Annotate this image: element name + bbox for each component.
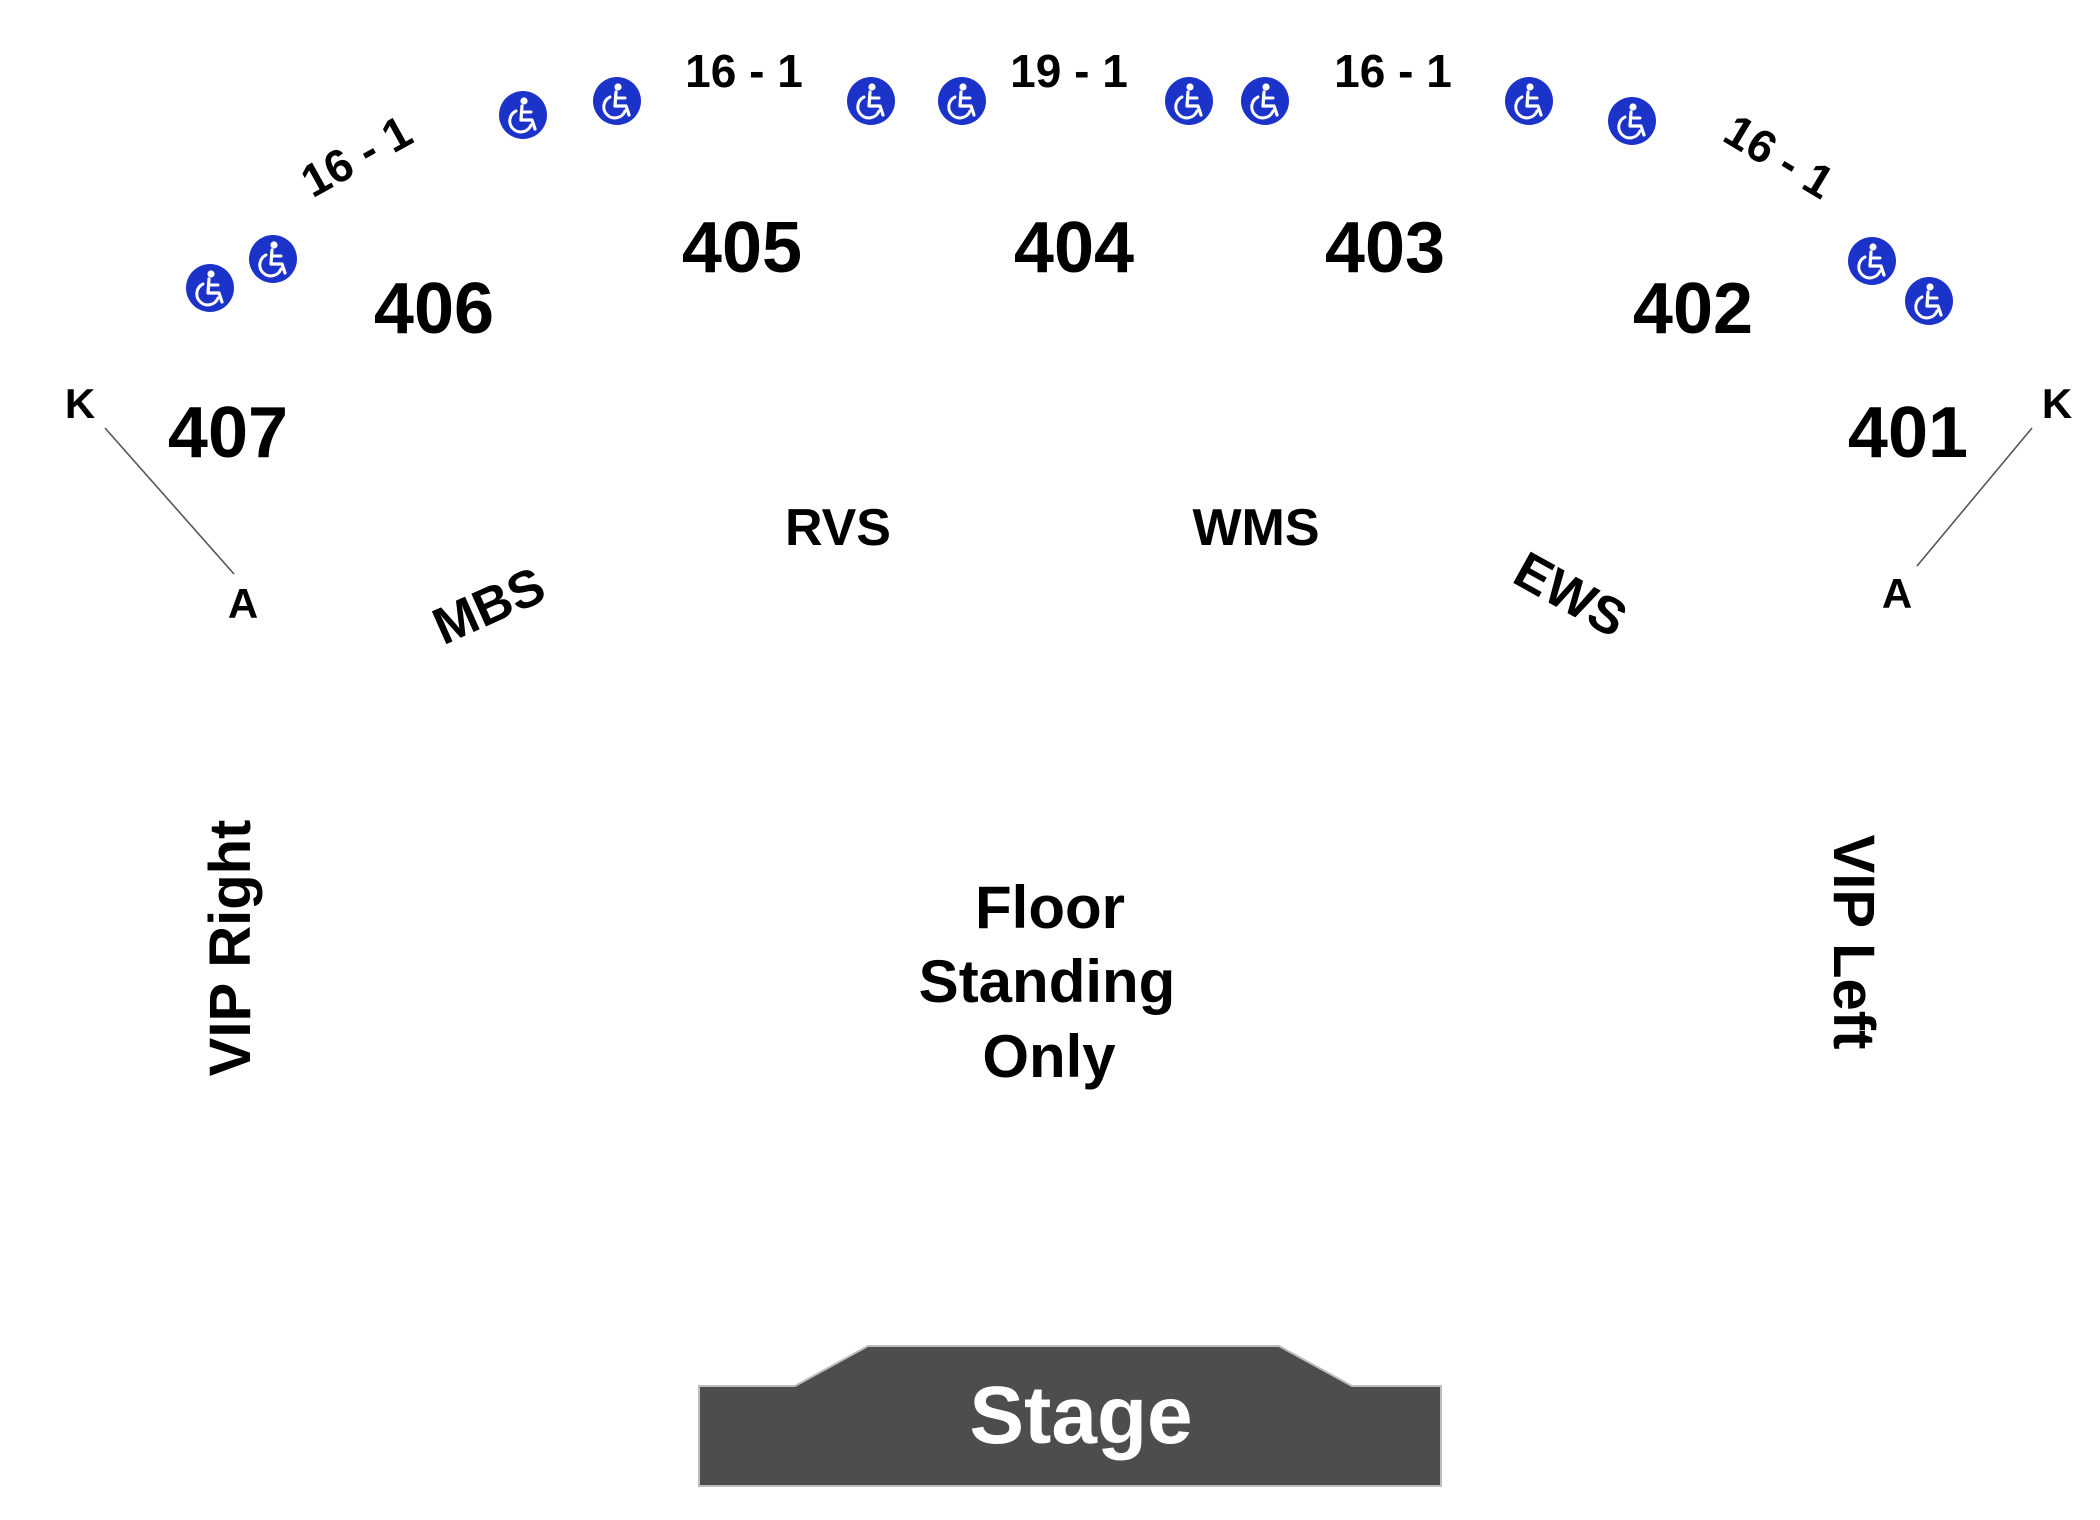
wheelchair-icon <box>937 76 987 126</box>
floor-area[interactable]: Floor Standing Only <box>919 874 1176 1090</box>
row-range-center-left: 16 - 1 <box>685 45 803 97</box>
row-marker-right-bottom: A <box>1882 570 1912 617</box>
row-marker-left: K A <box>65 380 258 627</box>
wheelchair-icon <box>1164 76 1214 126</box>
wheelchair-icon <box>185 263 235 313</box>
box-rvs[interactable]: RVS <box>785 499 891 557</box>
row-marker-left-bottom: A <box>228 580 258 627</box>
box-ews[interactable]: EWS <box>1504 541 1636 649</box>
floor-label-line2: Standing <box>919 948 1176 1015</box>
stage: Stage <box>698 1345 1442 1487</box>
section-401[interactable]: 401 <box>1848 393 1968 473</box>
row-marker-right: K A <box>1882 380 2072 617</box>
wheelchair-icon <box>1904 276 1954 326</box>
section-407[interactable]: 407 <box>168 393 288 473</box>
row-marker-right-top: K <box>2042 380 2072 427</box>
section-405[interactable]: 405 <box>682 208 802 288</box>
wheelchair-icon <box>1847 236 1897 286</box>
row-range-left-arc: 16 - 1 <box>292 105 420 208</box>
wheelchair-icon <box>846 76 896 126</box>
floor-label-line3: Only <box>982 1023 1116 1090</box>
floor-label-line1: Floor <box>975 874 1125 941</box>
row-range-center: 19 - 1 <box>1010 45 1128 97</box>
vip-left[interactable]: VIP Left <box>1821 835 1886 1050</box>
row-range-right-arc: 16 - 1 <box>1715 104 1843 209</box>
box-mbs[interactable]: MBS <box>425 556 554 656</box>
stage-label: Stage <box>969 1370 1192 1461</box>
section-406[interactable]: 406 <box>374 269 494 349</box>
section-403[interactable]: 403 <box>1325 208 1445 288</box>
wheelchair-icon <box>1240 76 1290 126</box>
row-marker-left-top: K <box>65 380 95 427</box>
vip-right[interactable]: VIP Right <box>198 820 263 1077</box>
section-404[interactable]: 404 <box>1014 208 1134 288</box>
row-range-center-right: 16 - 1 <box>1334 45 1452 97</box>
box-wms[interactable]: WMS <box>1192 499 1319 557</box>
wheelchair-icon <box>1504 76 1554 126</box>
wheelchair-icon <box>498 90 548 140</box>
wheelchair-icon <box>592 76 642 126</box>
wheelchair-icon <box>248 234 298 284</box>
wheelchair-icon <box>1607 96 1657 146</box>
section-402[interactable]: 402 <box>1633 269 1753 349</box>
